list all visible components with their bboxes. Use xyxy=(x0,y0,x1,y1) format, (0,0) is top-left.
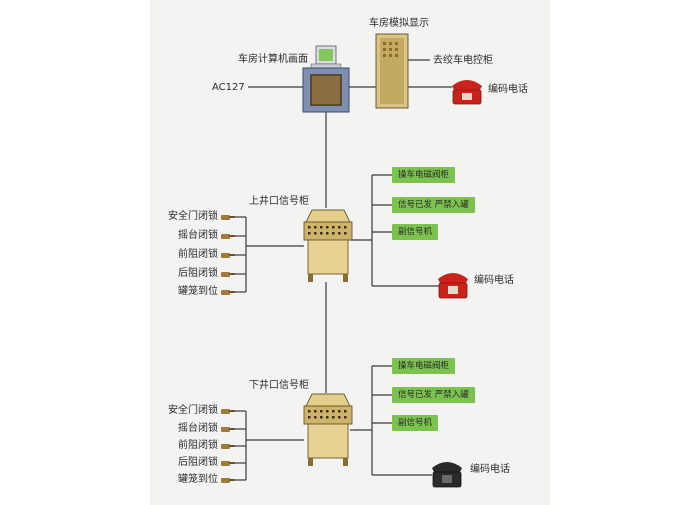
lock-sensor-icon xyxy=(221,408,235,414)
upper-lock-label: 前阻闭锁 xyxy=(178,249,218,260)
lock-sensor-icon xyxy=(221,214,235,220)
lower-lock-label: 摇台闭锁 xyxy=(178,423,218,434)
lock-sensor-icon xyxy=(221,426,235,432)
lower-lock-label: 罐笼到位 xyxy=(178,474,218,485)
phone-icon xyxy=(452,80,482,105)
upper-output-badge: 信号已发 严禁入罐 xyxy=(392,197,475,213)
lower-output-badge: 信号已发 严禁入罐 xyxy=(392,387,475,403)
sim-display-label: 车房模拟显示 xyxy=(369,18,429,29)
upper-phone-label: 编码电话 xyxy=(474,275,514,286)
winch-cabinet-label: 去绞车电控柜 xyxy=(433,55,493,66)
upper-cabinet-title: 上井口信号柜 xyxy=(249,196,309,207)
computer-console xyxy=(302,45,350,113)
upper-output-badge: 副信号机 xyxy=(392,224,439,240)
lock-sensor-icon xyxy=(221,252,235,258)
lower-phone-label: 编码电话 xyxy=(470,464,510,475)
lower-lock-label: 安全门闭锁 xyxy=(168,405,218,416)
lock-sensor-icon xyxy=(221,233,235,239)
upper-lock-label: 后阻闭锁 xyxy=(178,268,218,279)
lock-sensor-icon xyxy=(221,460,235,466)
lower-output-badge: 操车电磁阀柜 xyxy=(392,358,456,374)
upper-lock-label: 摇台闭锁 xyxy=(178,230,218,241)
lower-lock-label: 后阻闭锁 xyxy=(178,457,218,468)
upper-signal-cabinet xyxy=(303,209,353,282)
phone-icon xyxy=(432,462,462,488)
lower-output-badge: 副信号机 xyxy=(392,415,439,431)
upper-lock-label: 罐笼到位 xyxy=(178,286,218,297)
lower-lock-label: 前阻闭锁 xyxy=(178,440,218,451)
lock-sensor-icon xyxy=(221,443,235,449)
top-phone-label: 编码电话 xyxy=(488,84,528,95)
lock-sensor-icon xyxy=(221,477,235,483)
simulation-display-cabinet xyxy=(375,33,409,109)
upper-lock-label: 安全门闭锁 xyxy=(168,211,218,222)
upper-output-badge: 操车电磁阀柜 xyxy=(392,167,456,183)
lock-sensor-icon xyxy=(221,289,235,295)
lower-cabinet-title: 下井口信号柜 xyxy=(249,380,309,391)
ac127-label: AC127 xyxy=(212,82,245,93)
lower-signal-cabinet xyxy=(303,393,353,466)
phone-icon xyxy=(438,273,468,299)
lock-sensor-icon xyxy=(221,271,235,277)
computer-label: 车房计算机画面 xyxy=(238,54,308,65)
